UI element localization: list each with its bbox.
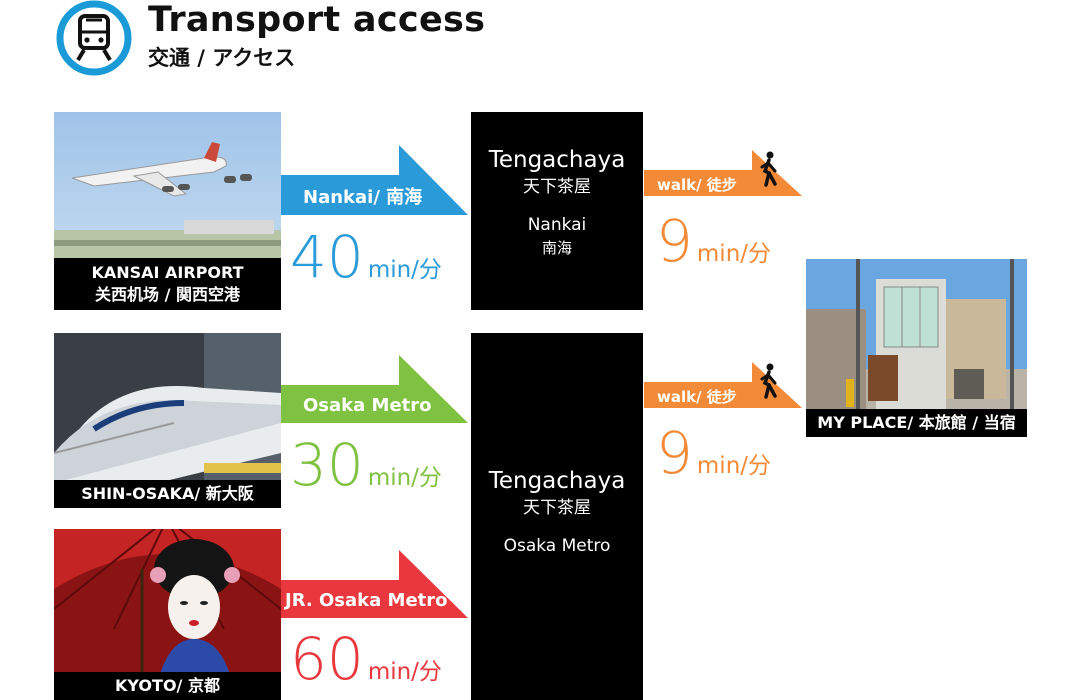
page-title: Transport access xyxy=(148,0,486,40)
route-label: Osaka Metro xyxy=(303,395,432,416)
route-unit: min/分 xyxy=(367,465,442,491)
route-minutes: 30 xyxy=(290,431,364,499)
route-unit: min/分 xyxy=(367,659,442,685)
walk-label: walk/ 徒步 xyxy=(657,388,737,406)
origin-caption: KYOTO/ 京都 xyxy=(54,672,281,700)
station-line: Osaka Metro xyxy=(503,536,611,556)
station-tengachaya-osaka-metro: Tengachaya 天下茶屋 Osaka Metro xyxy=(471,333,643,700)
walk-minutes: 9 xyxy=(656,419,693,487)
origin-card-shin-osaka: SHIN-OSAKA/ 新大阪 xyxy=(54,333,281,508)
origin-card-kansai: KANSAI AIRPORT 关西机场 / 関西空港 xyxy=(54,112,281,310)
route-arrow-jr-osaka-metro: JR. Osaka Metro xyxy=(281,550,468,620)
walk-arrow-2: walk/ 徒步 xyxy=(644,362,802,410)
bullet-train-photo xyxy=(54,333,281,508)
house-photo xyxy=(806,259,1027,437)
destination-card: MY PLACE/ 本旅館 / 当宿 xyxy=(806,259,1027,437)
station-line: Nankai xyxy=(527,215,587,235)
walk-unit: min/分 xyxy=(696,241,772,267)
walk-arrow-1: walk/ 徒步 xyxy=(644,150,802,198)
station-tengachaya-nankai: Tengachaya 天下茶屋 Nankai 南海 xyxy=(471,112,643,310)
route-unit: min/分 xyxy=(367,257,442,283)
walk-label: walk/ 徒步 xyxy=(657,176,737,194)
train-icon xyxy=(54,0,134,78)
walk-minutes: 9 xyxy=(656,207,693,275)
station-name-ja: 天下茶屋 xyxy=(523,177,591,197)
station-name: Tengachaya xyxy=(488,147,626,173)
station-line-ja: 南海 xyxy=(541,239,572,257)
walking-person-icon xyxy=(760,363,777,399)
route-label: Nankai/ 南海 xyxy=(303,187,423,208)
destination-caption: MY PLACE/ 本旅館 / 当宿 xyxy=(806,409,1027,437)
route-arrow-osaka-metro: Osaka Metro xyxy=(281,355,468,425)
station-name-ja: 天下茶屋 xyxy=(523,498,591,518)
route-label: JR. Osaka Metro xyxy=(285,590,448,611)
route-minutes: 60 xyxy=(290,625,364,693)
station-name: Tengachaya xyxy=(488,468,626,494)
origin-caption: SHIN-OSAKA/ 新大阪 xyxy=(54,480,281,508)
walking-person-icon xyxy=(760,151,777,187)
origin-card-kyoto: KYOTO/ 京都 xyxy=(54,529,281,700)
route-arrow-nankai: Nankai/ 南海 xyxy=(281,145,468,217)
route-minutes: 40 xyxy=(290,223,364,291)
page-subtitle: 交通 / アクセス xyxy=(148,46,296,70)
origin-caption-en: KANSAI AIRPORT xyxy=(91,263,244,282)
origin-caption-ja: 关西机场 / 関西空港 xyxy=(95,285,240,304)
geisha-photo xyxy=(54,529,281,700)
walk-unit: min/分 xyxy=(696,453,772,479)
